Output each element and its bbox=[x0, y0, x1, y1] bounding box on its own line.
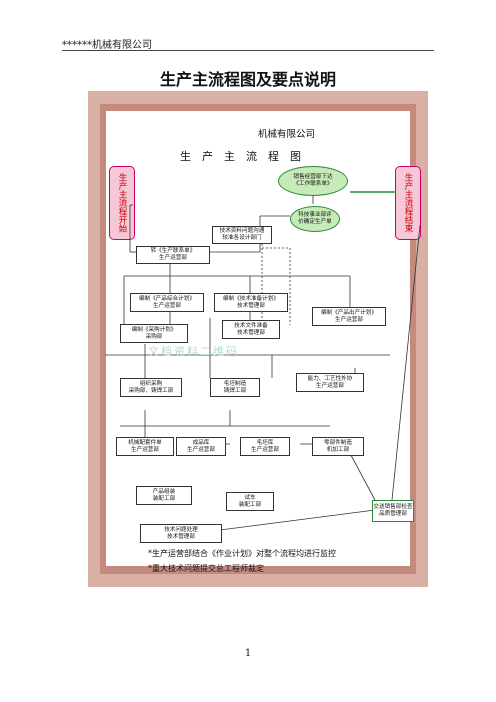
chart-company-name: 机械有限公司 bbox=[198, 126, 398, 140]
header-company: ******机械有限公司 bbox=[62, 40, 152, 51]
header-rule bbox=[62, 50, 434, 51]
box-contact-form: 转《生产联系单》生产运营部 bbox=[136, 246, 210, 264]
box-tech-drawing: 技术资料问题沟通较准各设计部门 bbox=[212, 226, 272, 244]
chart-title: 生产主流程图 bbox=[180, 150, 312, 163]
page-number: 1 bbox=[244, 648, 252, 659]
box-tech-docs: 技术文件准备技术管理部 bbox=[222, 320, 280, 339]
note-monitoring: *生产运营部结合《作业计划》对整个流程均进行监控 bbox=[148, 549, 336, 558]
box-blank-store: 毛坯库生产运营部 bbox=[240, 437, 290, 456]
end-label: 生产主流程结束 bbox=[395, 166, 421, 240]
box-outsourcing: 能力、工艺性外协生产运营部 bbox=[296, 373, 364, 392]
note-tech-escalation: *重大技术问题提交总工程师裁定 bbox=[148, 564, 264, 573]
box-assembly: 产品组装装配工部 bbox=[136, 486, 192, 505]
box-blank-manufacture: 毛坯制造铸焊工部 bbox=[210, 378, 260, 397]
sales-order-oval: 销售经营部下达《工作联系单》 bbox=[278, 166, 348, 196]
document-title: 生产主流程图及要点说明 bbox=[159, 70, 336, 89]
start-label: 生产主流程开始 bbox=[109, 166, 135, 240]
review-oval: 科技事业部评价确定生产单 bbox=[290, 206, 340, 232]
box-production-plan: 编制《产品出产计划》生产运营部 bbox=[312, 307, 386, 326]
box-test-run: 试车装配工部 bbox=[226, 492, 274, 511]
box-tech-issue: 技术问题处理技术管理部 bbox=[140, 524, 222, 543]
box-parts-manufacture: 零部件制造机加工部 bbox=[312, 437, 364, 456]
box-tech-prep-plan: 编制《技术准备计划》技术管理部 bbox=[214, 293, 288, 312]
box-finished-store: 成品库生产运营部 bbox=[176, 437, 226, 456]
box-process-plan: 编制《产品综合计划》生产运营部 bbox=[130, 293, 204, 312]
box-purchase-plan: 编制《采购计划》采购部 bbox=[120, 324, 188, 343]
blurred-watermark: 文档资料二维码 bbox=[148, 345, 239, 357]
box-organize-purchase: 组织采购采购部、铸焊工部 bbox=[120, 378, 182, 397]
box-machining-parts: 机械配套件单生产运营部 bbox=[116, 437, 174, 456]
box-delivery-inspection: 交送销售部检查品质管理部 bbox=[372, 500, 414, 522]
